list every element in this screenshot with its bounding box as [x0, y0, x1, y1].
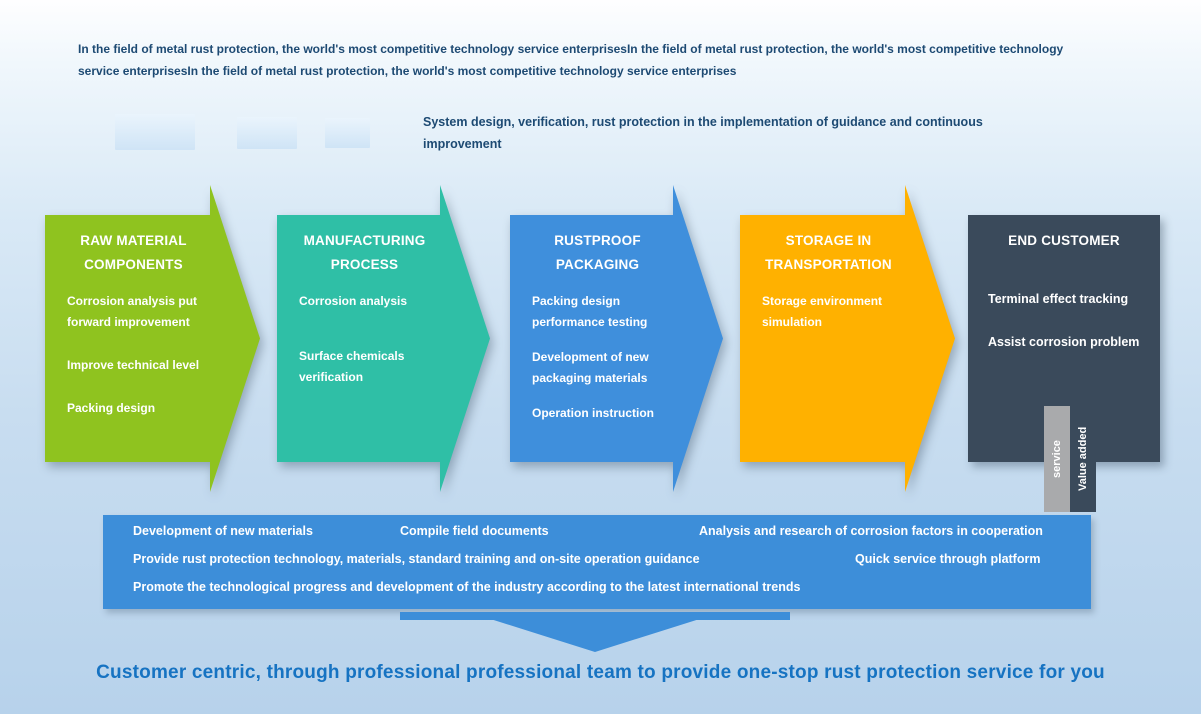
stage-arrow-shape: RUSTPROOF PACKAGING Packing design perfo… [510, 185, 723, 492]
stage-item: Storage environment simulation [762, 294, 883, 329]
subtitle-text: System design, verification, rust protec… [423, 115, 983, 151]
stage-raw-material-components: RAW MATERIAL COMPONENTS Corrosion analys… [45, 185, 260, 492]
image-placeholder-1 [115, 114, 195, 150]
value-added-service-label: Value added service [1051, 426, 1089, 492]
stage-item: Corrosion analysis [299, 294, 408, 308]
service-item: Provide rust protection technology, mate… [133, 552, 700, 566]
stage-title: MANUFACTURING PROCESS [303, 233, 426, 272]
stage-title: RUSTPROOF PACKAGING [554, 233, 641, 272]
stage-title: STORAGE IN TRANSPORTATION [765, 233, 892, 272]
image-placeholder-3 [325, 118, 370, 148]
stage-title: RAW MATERIAL COMPONENTS [80, 233, 187, 272]
stage-item: Corrosion analysis put forward improveme… [67, 294, 198, 329]
service-item: Development of new materials [133, 524, 313, 538]
service-item: Compile field documents [400, 524, 549, 538]
stage-item: Terminal effect tracking [988, 292, 1129, 306]
intro-text: In the field of metal rust protection, t… [78, 42, 1064, 78]
stage-manufacturing-process: MANUFACTURING PROCESS Corrosion analysis… [277, 185, 490, 492]
service-item: Promote the technological progress and d… [133, 580, 801, 594]
stage-item: Packing design performance testing [532, 294, 648, 329]
stage-item: Operation instruction [532, 406, 655, 420]
stage-item: Assist corrosion problem [988, 335, 1140, 349]
stage-item: Improve technical level [67, 358, 200, 372]
footer-slogan: Customer centric, through professional p… [96, 662, 1105, 683]
stage-title: END CUSTOMER [1008, 233, 1120, 248]
stage-arrow-shape: RAW MATERIAL COMPONENTS Corrosion analys… [45, 185, 260, 492]
stage-storage-in-transportation: STORAGE IN TRANSPORTATION Storage enviro… [740, 185, 955, 492]
stage-arrow-shape: MANUFACTURING PROCESS Corrosion analysis… [277, 185, 490, 492]
stage-item: Surface chemicals verification [299, 349, 405, 384]
stage-rustproof-packaging: RUSTPROOF PACKAGING Packing design perfo… [510, 185, 723, 492]
stage-item: Development of new packaging materials [532, 350, 649, 385]
image-placeholder-2 [237, 117, 297, 149]
stage-item: Packing design [67, 401, 156, 415]
down-arrow-icon [400, 612, 790, 652]
stage-arrow-shape: STORAGE IN TRANSPORTATION Storage enviro… [740, 185, 955, 492]
service-item: Quick service through platform [855, 552, 1041, 566]
services-band: Development of new materials Compile fie… [103, 515, 1091, 609]
service-item: Analysis and research of corrosion facto… [699, 524, 1043, 538]
value-added-service-tab: Value added service [1044, 406, 1096, 512]
